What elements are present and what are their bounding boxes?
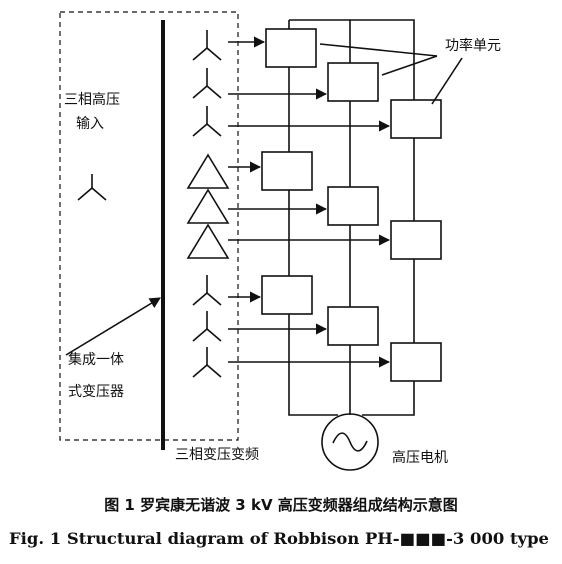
integrated-transformer-label-line1: 集成一体: [68, 351, 124, 368]
power-unit-box: [327, 186, 379, 226]
phase-line-c: [350, 19, 415, 416]
power-unit-box: [261, 275, 313, 315]
secondary-label: 三相变压变频: [175, 447, 259, 463]
delta-winding-icon: [186, 153, 230, 189]
wye-winding-icon: [192, 311, 222, 342]
delta-winding-icon: [186, 223, 230, 259]
arrow-icon: [65, 297, 161, 356]
power-unit-box: [261, 151, 313, 191]
integrated-transformer-label-line2: 式变压器: [68, 384, 124, 400]
delta-winding-icon: [186, 188, 230, 224]
power-unit-box: [327, 306, 379, 346]
wye-winding-icon: [192, 68, 222, 99]
power-unit-label: 功率单元: [445, 37, 501, 54]
power-unit-box: [390, 220, 442, 260]
wye-winding-icon: [192, 106, 222, 137]
input-label-line2: 输入: [76, 116, 104, 132]
caption-chinese: 图 1 罗宾康无谐波 3 kV 高压变频器组成结构示意图: [104, 496, 458, 514]
label-leader: [319, 43, 438, 57]
power-unit-box: [390, 99, 442, 139]
wye-winding-icon: [77, 174, 107, 201]
wye-winding-icon: [192, 30, 222, 61]
wye-winding-icon: [192, 347, 222, 378]
caption-english: Fig. 1 Structural diagram of Robbison PH…: [9, 529, 549, 548]
power-unit-box: [265, 28, 317, 68]
wye-winding-icon: [192, 275, 222, 306]
power-unit-box: [327, 62, 379, 102]
power-unit-box: [390, 342, 442, 382]
motor-label: 高压电机: [392, 449, 448, 466]
label-leader: [431, 57, 463, 105]
ac-motor-icon: [321, 413, 379, 471]
input-label-line1: 三相高压: [64, 91, 120, 108]
transformer-enclosure: [59, 11, 239, 441]
label-leader: [381, 55, 438, 76]
